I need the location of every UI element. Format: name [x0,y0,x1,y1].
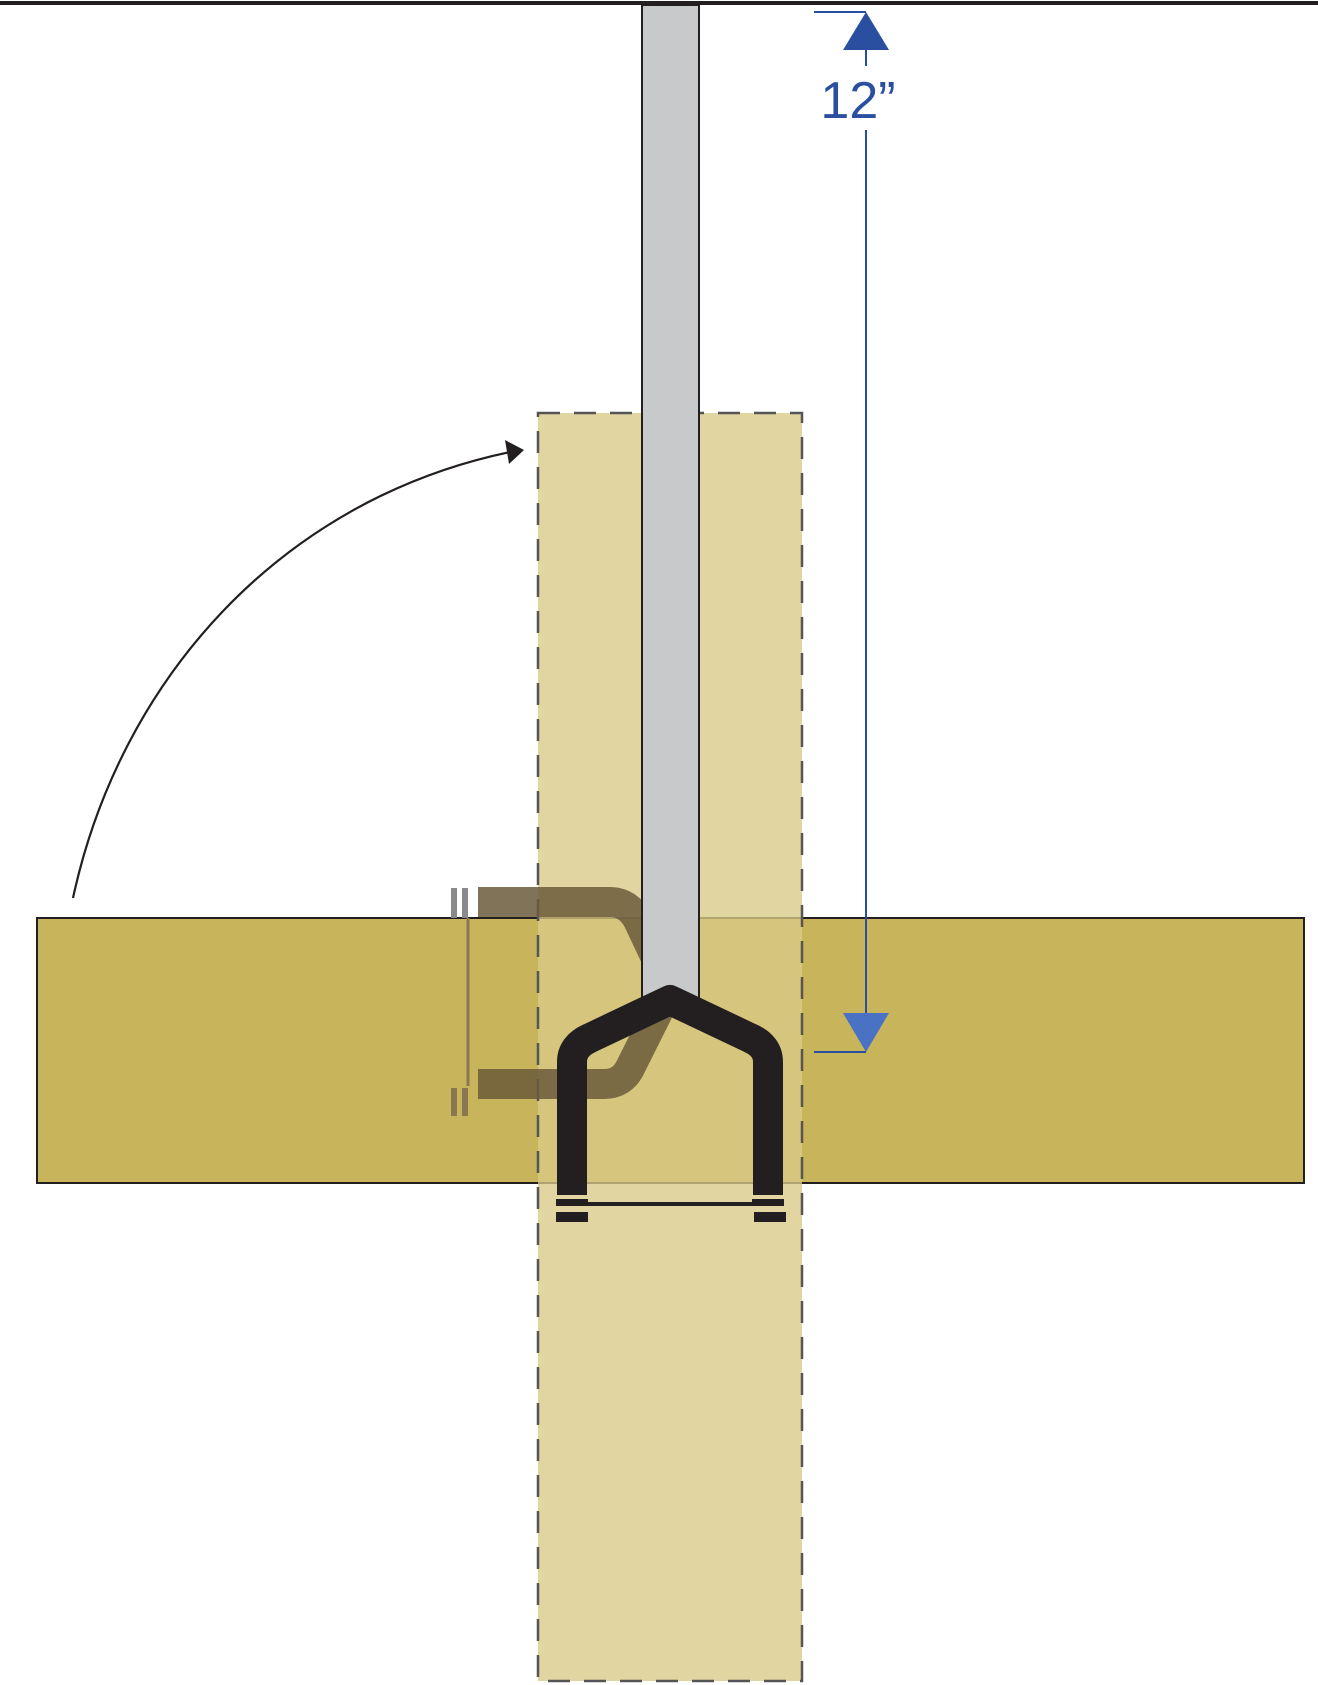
vertical-pipe [641,4,700,1003]
rotated-beam-outline [536,411,804,1683]
ubolt [556,985,786,1222]
dimension-bottom-arrow [843,1013,889,1052]
dimension-callout: 12” [814,11,896,1053]
dimension-top-arrow [843,12,889,50]
rotation-arrow [71,440,524,899]
dimension-label: 12” [820,72,895,130]
